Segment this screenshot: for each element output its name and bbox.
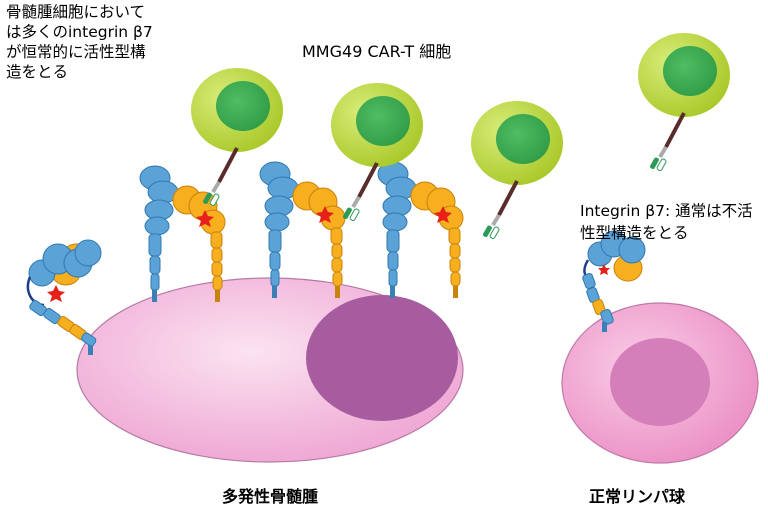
myeloma-integrin-note: 骨髄腫細胞においては多くのintegrin β7が恒常的に活性型構造をとる [6, 3, 153, 81]
active-integrin-3 [377, 161, 464, 299]
active-integrin-2 [259, 161, 346, 299]
myeloma-caption: 多発性骨髄腫 [222, 487, 319, 506]
normal-caption: 正常リンパ球 [589, 487, 686, 506]
normal-integrin-note: Integrin β7: 通常は不活性型構造をとる [580, 202, 753, 242]
car-t-label: MMG49 CAR-T 細胞 [302, 42, 452, 61]
bent-integrin-normal [582, 230, 646, 332]
normal-nucleus [610, 338, 710, 426]
active-integrin-1 [139, 165, 226, 303]
bent-integrin-myeloma [26, 239, 102, 355]
car-t-cell-free [636, 31, 732, 174]
myeloma-nucleus [306, 295, 458, 421]
car-t-cell-3 [469, 99, 565, 242]
